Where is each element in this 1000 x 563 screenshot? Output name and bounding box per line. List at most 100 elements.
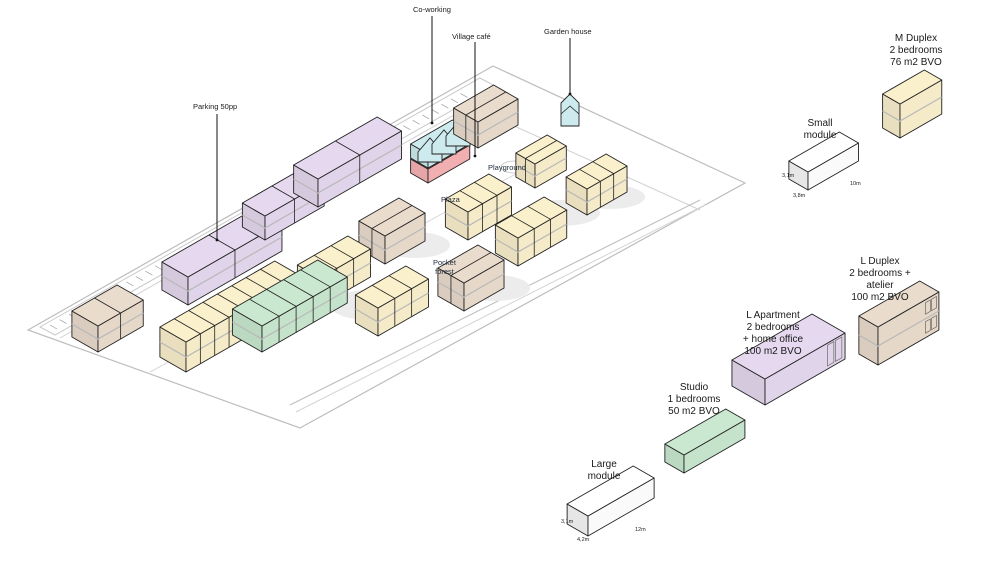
south-edge xyxy=(289,199,701,406)
coworking-gable xyxy=(431,129,457,155)
mduplex-row-block-module-line xyxy=(188,310,216,356)
label-large-module: Large module xyxy=(587,459,621,482)
duplex-block-west xyxy=(71,284,144,353)
label-pocket-forest: Pocket forest xyxy=(433,258,456,276)
mduplex-block-1-roof-line xyxy=(525,140,557,159)
studio-block-floor-line xyxy=(232,289,348,340)
label-plaza: Plaza xyxy=(441,195,460,204)
unit-l-duplex-floor-line xyxy=(858,310,940,347)
duplex-block-west-floor-line xyxy=(71,312,144,340)
parking-stall xyxy=(460,93,468,98)
parking-stall xyxy=(431,109,439,114)
duplex-block-center-roof-line xyxy=(371,205,413,229)
unit-m-duplex-roof xyxy=(882,69,943,105)
label-garden-house: Garden house xyxy=(544,27,592,36)
studio-block-module-line xyxy=(266,289,297,333)
unit-m-duplex-floor-line xyxy=(882,96,943,122)
studio-block-module-line xyxy=(249,298,280,343)
parking-stall xyxy=(126,281,134,287)
label-playground: Playground xyxy=(488,163,526,172)
duplex-block-west-module-line xyxy=(94,297,122,339)
unit-large-module-roof xyxy=(566,465,655,517)
duplex-block-north-roof-line xyxy=(465,91,507,116)
parking-stall xyxy=(135,276,144,281)
garden-house-ridge xyxy=(560,105,580,115)
unit-studio xyxy=(664,408,746,474)
mduplex-block-4-module-line xyxy=(527,205,551,248)
mduplex-block-2-module-line xyxy=(592,161,615,200)
buildings xyxy=(71,84,628,373)
duplex-block-north-floor-line xyxy=(453,111,519,136)
unit-m-duplex xyxy=(882,69,943,139)
label-parking: Parking 50pp xyxy=(193,102,238,111)
parking-stall xyxy=(403,125,411,131)
mduplex-block-5-module-line xyxy=(330,245,355,287)
mduplex-block-6-module-line xyxy=(372,284,396,327)
studio-block-module-line xyxy=(300,269,331,313)
garden-house-body xyxy=(560,93,580,127)
unit-studio-roof xyxy=(664,408,746,456)
unit-l-apartment-window xyxy=(835,336,843,363)
label-l-apartment: L Apartment 2 bedrooms + home office 100… xyxy=(742,310,804,357)
label-small-module: Small module xyxy=(803,118,837,141)
unit-l-duplex-window xyxy=(931,295,937,312)
leader-dot xyxy=(473,154,477,158)
leader-dot xyxy=(568,92,572,96)
dim-large-height: 3,1m xyxy=(561,519,574,525)
dim-large-length: 12m xyxy=(635,527,646,533)
dim-small-length: 10m xyxy=(850,181,861,187)
label-m-duplex: M Duplex 2 bedrooms 76 m2 BVO xyxy=(889,33,943,68)
apartment-block-3-module-line xyxy=(335,140,361,183)
unit-small-module-roof xyxy=(788,131,859,173)
unit-l-duplex-roof xyxy=(858,280,940,328)
studio-block xyxy=(231,259,348,353)
parking-stall xyxy=(412,120,420,125)
mduplex-block-2-module-line xyxy=(579,168,601,208)
duplex-block-center-floor-line xyxy=(358,226,426,251)
duplex-block-south-roof-line xyxy=(450,252,492,276)
mduplex-block-1-floor-line xyxy=(515,157,567,177)
south-edge-inner xyxy=(295,204,706,413)
leader-dot xyxy=(430,121,434,125)
dim-large-width: 4,2m xyxy=(577,537,590,543)
apartment-block-2-module-line xyxy=(271,185,295,223)
unit-large-module xyxy=(566,465,655,537)
label-l-duplex: L Duplex 2 bedrooms + atelier 100 m2 BVO xyxy=(849,256,911,303)
studio-block-module-line xyxy=(283,279,314,323)
parking-stall xyxy=(49,324,58,330)
mduplex-block-4 xyxy=(494,196,568,267)
parking-stall xyxy=(59,319,67,324)
mduplex-row-block-module-line xyxy=(174,318,201,364)
apartment-block-3-floor-line xyxy=(293,144,402,194)
parking-stall xyxy=(154,265,163,271)
duplex-block-south xyxy=(437,244,505,312)
mduplex-block-3-module-line xyxy=(459,190,483,232)
leader-dot xyxy=(215,238,219,242)
apartment-block-1-floor-line xyxy=(161,236,283,292)
duplex-block-north xyxy=(453,84,519,149)
parking-stall xyxy=(145,270,153,276)
parking-stall xyxy=(450,98,459,104)
mduplex-block-6 xyxy=(354,265,429,337)
mduplex-block-6-module-line xyxy=(388,275,413,317)
label-coworking: Co-working xyxy=(413,5,451,14)
unit-l-duplex-window xyxy=(925,318,931,334)
coworking-gable xyxy=(417,137,443,163)
mduplex-block-4-module-line xyxy=(511,215,535,257)
mduplex-block-1 xyxy=(515,134,567,189)
mduplex-block-3-module-line xyxy=(474,181,498,224)
garden-house xyxy=(560,93,580,127)
dim-small-width: 3,8m xyxy=(793,193,806,199)
apartment-block-2-floor-line xyxy=(242,193,325,229)
studio-block-roof xyxy=(231,259,348,327)
unit-l-apartment-window xyxy=(827,340,835,367)
unit-l-duplex-window xyxy=(925,299,931,315)
label-village-cafe: Village café xyxy=(452,32,491,41)
apartment-block-3 xyxy=(293,116,402,208)
unit-l-duplex xyxy=(858,280,940,366)
unit-l-apartment-roof xyxy=(731,313,846,380)
dim-small-height: 3,1m xyxy=(782,173,795,179)
unit-l-duplex-window xyxy=(931,314,937,331)
leader-lines xyxy=(215,16,572,242)
